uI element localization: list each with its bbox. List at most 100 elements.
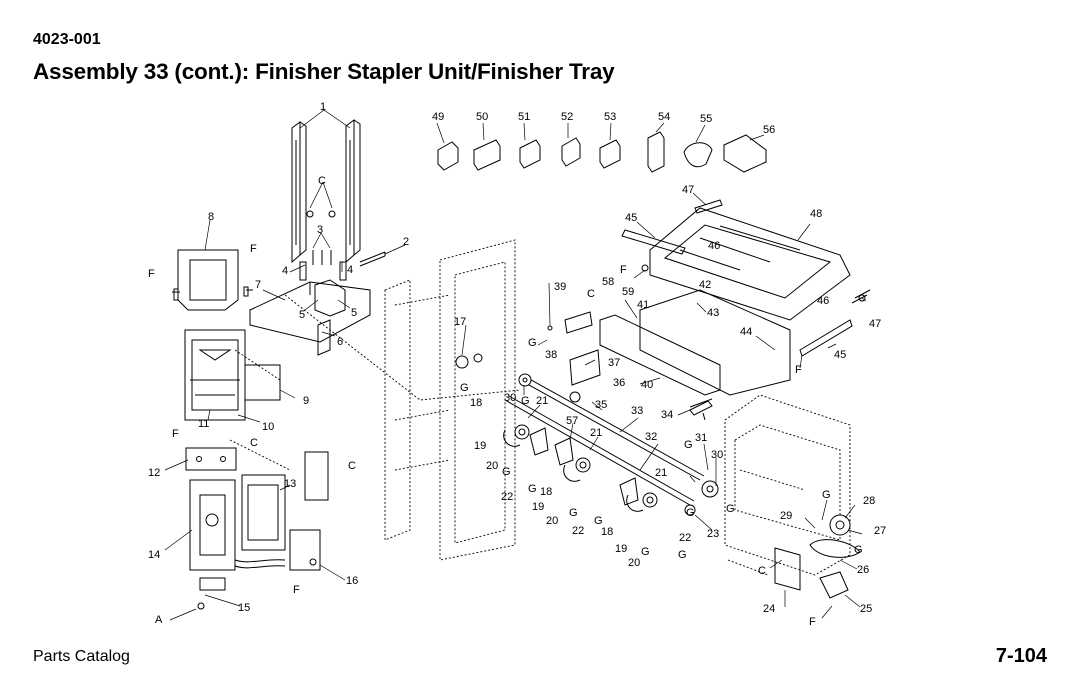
callout-34: 34 [661,409,673,421]
callout-19: 19 [615,543,627,555]
callout-g: G [726,503,735,515]
callout-30: 30 [711,449,723,461]
callout-59: 59 [622,286,634,298]
callout-g: G [594,515,603,527]
callout-45: 45 [625,212,637,224]
callout-35: 35 [595,399,607,411]
callout-g: G [528,337,537,349]
callout-22: 22 [572,525,584,537]
callout-6: 6 [337,336,343,348]
callout-28: 28 [863,495,875,507]
callout-37: 37 [608,357,620,369]
callout-19: 19 [532,501,544,513]
callout-22: 22 [679,532,691,544]
callout-f: F [620,264,627,276]
callout-f: F [795,364,802,376]
page-number: 7-104 [995,645,1047,667]
leader-lines [164,109,867,621]
callout-44: 44 [740,326,752,338]
callout-f: F [293,584,300,596]
callout-41: 41 [637,299,649,311]
callout-29: 29 [780,510,792,522]
callout-12: 12 [148,467,160,479]
callout-4: 4 [282,265,288,277]
document-code: 4023-001 [33,31,101,48]
stapler-unit-drawing [172,249,281,471]
callout-5: 5 [351,307,357,319]
callout-17: 17 [454,316,466,328]
callout-c: C [250,437,258,449]
callout-2: 2 [403,236,409,248]
callout-14: 14 [148,549,160,561]
callout-23: 23 [707,528,719,540]
board-harness-drawing [189,451,329,610]
callout-c: C [318,175,326,187]
callout-38: 38 [545,349,557,361]
callout-c: C [348,460,356,472]
callout-c: C [758,565,766,577]
page-title: Assembly 33 (cont.): Finisher Stapler Un… [33,59,615,84]
main-frame-drawing [229,239,851,576]
callout-g: G [678,549,687,561]
callout-31: 31 [695,432,707,444]
callout-32: 32 [645,431,657,443]
callout-1: 1 [320,101,326,113]
callout-40: 40 [641,379,653,391]
drive-shaft-drawing [455,353,861,599]
callout-47: 47 [682,184,694,196]
callout-g: G [854,544,863,556]
callout-36: 36 [613,377,625,389]
footer-catalog-label: Parts Catalog [33,648,130,665]
callout-f: F [250,243,257,255]
callout-18: 18 [470,397,482,409]
callout-13: 13 [284,478,296,490]
callout-21: 21 [655,467,667,479]
callout-7: 7 [255,279,261,291]
callout-18: 18 [601,526,613,538]
callout-26: 26 [857,564,869,576]
callout-27: 27 [874,525,886,537]
small-parts-drawing [437,131,767,173]
callout-47: 47 [869,318,881,330]
callout-25: 25 [860,603,872,615]
callout-g: G [569,507,578,519]
callout-56: 56 [763,124,775,136]
callout-48: 48 [810,208,822,220]
callout-f: F [809,616,816,628]
callout-19: 19 [474,440,486,452]
callout-57: 57 [566,415,578,427]
callout-9: 9 [303,395,309,407]
callout-21: 21 [536,395,548,407]
callout-g: G [822,489,831,501]
callout-f: F [148,268,155,280]
callout-4: 4 [347,264,353,276]
callout-g: G [521,395,530,407]
finisher-tray-drawing [547,199,871,421]
callout-45: 45 [834,349,846,361]
callout-54: 54 [658,111,670,123]
callout-16: 16 [346,575,358,587]
callout-53: 53 [604,111,616,123]
callout-11: 11 [198,418,209,430]
callout-49: 49 [432,111,444,123]
callout-30: 30 [504,392,516,404]
callout-5: 5 [299,309,305,321]
callout-labels: 1 C 8 3 2 F 4 4 F 7 5 5 6 9 11 10 F C 12… [148,101,886,628]
callout-22: 22 [501,491,513,503]
callout-g: G [502,466,511,478]
callout-10: 10 [262,421,274,433]
callout-a: A [155,614,163,626]
callout-18: 18 [540,486,552,498]
callout-15: 15 [238,602,250,614]
callout-50: 50 [476,111,488,123]
stapler-frame-drawing [243,119,386,356]
callout-46: 46 [708,240,720,252]
callout-3: 3 [317,224,323,236]
callout-21: 21 [590,427,602,439]
callout-58: 58 [602,276,614,288]
callout-52: 52 [561,111,573,123]
callout-c: C [587,288,595,300]
callout-20: 20 [486,460,498,472]
callout-g: G [684,439,693,451]
